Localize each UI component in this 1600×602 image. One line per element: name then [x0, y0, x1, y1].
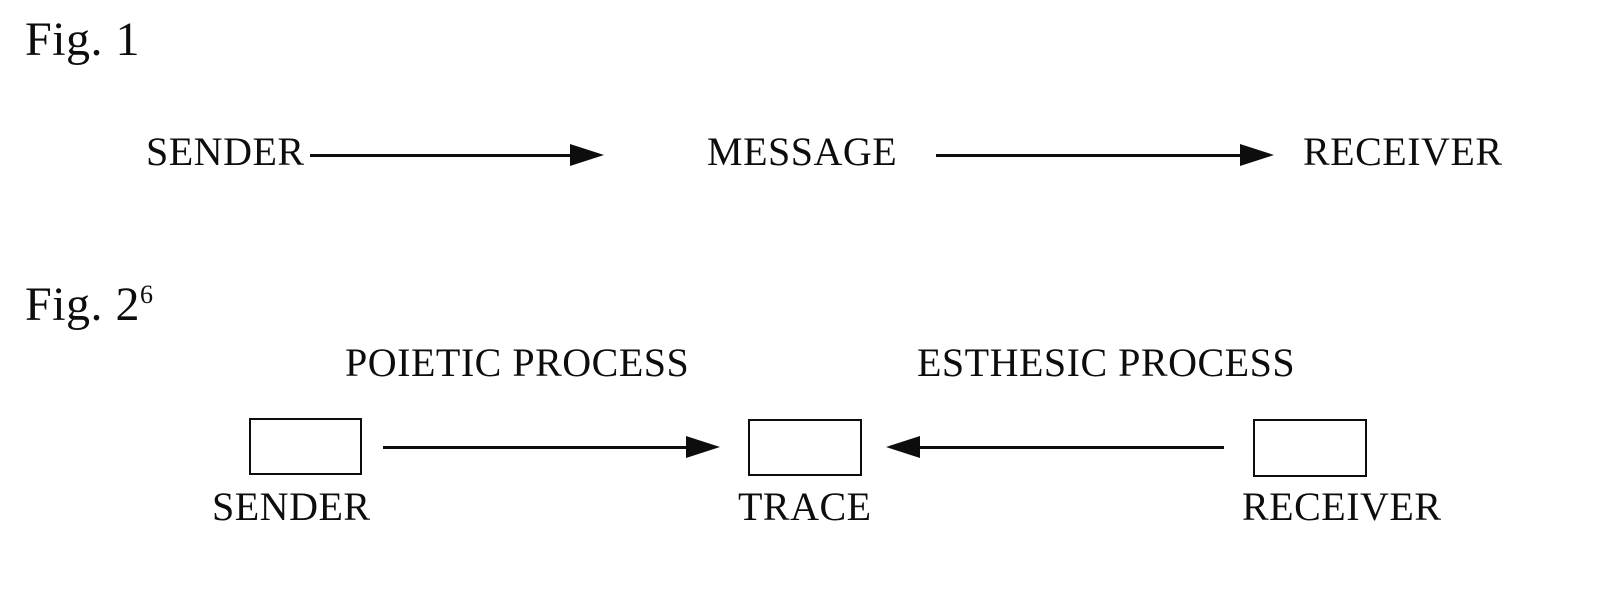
arrow-sender-to-trace	[383, 436, 720, 458]
arrow-sender-to-message	[310, 144, 604, 166]
arrow-shaft	[383, 445, 686, 449]
figure2-receiver-box	[1253, 419, 1367, 477]
figure2-node-trace: TRACE	[738, 484, 872, 529]
arrowhead-left-icon	[886, 436, 920, 458]
figure2-trace-box	[748, 419, 862, 476]
figure1-node-message: MESSAGE	[707, 129, 898, 174]
figure2-sender-box	[249, 418, 362, 475]
figure1-label: Fig. 1	[25, 13, 141, 66]
arrowhead-right-icon	[1240, 144, 1274, 166]
figure2-esthesic-process-label: ESTHESIC PROCESS	[917, 340, 1296, 385]
arrow-shaft	[310, 153, 570, 157]
arrow-message-to-receiver	[936, 144, 1274, 166]
arrow-shaft	[936, 153, 1240, 157]
figure1-node-sender: SENDER	[146, 129, 305, 174]
arrowhead-right-icon	[686, 436, 720, 458]
figure2-node-sender: SENDER	[212, 484, 371, 529]
figure2-poietic-process-label: POIETIC PROCESS	[345, 340, 690, 385]
figure2-node-receiver: RECEIVER	[1242, 484, 1442, 529]
arrow-receiver-to-trace	[886, 436, 1224, 458]
arrowhead-right-icon	[570, 144, 604, 166]
figure2-label: Fig. 26	[25, 281, 154, 329]
figure1-node-receiver: RECEIVER	[1303, 129, 1503, 174]
arrow-shaft	[920, 445, 1224, 449]
figure2-label-text: Fig. 2	[25, 278, 141, 331]
figure2-footnote-marker: 6	[140, 280, 154, 309]
